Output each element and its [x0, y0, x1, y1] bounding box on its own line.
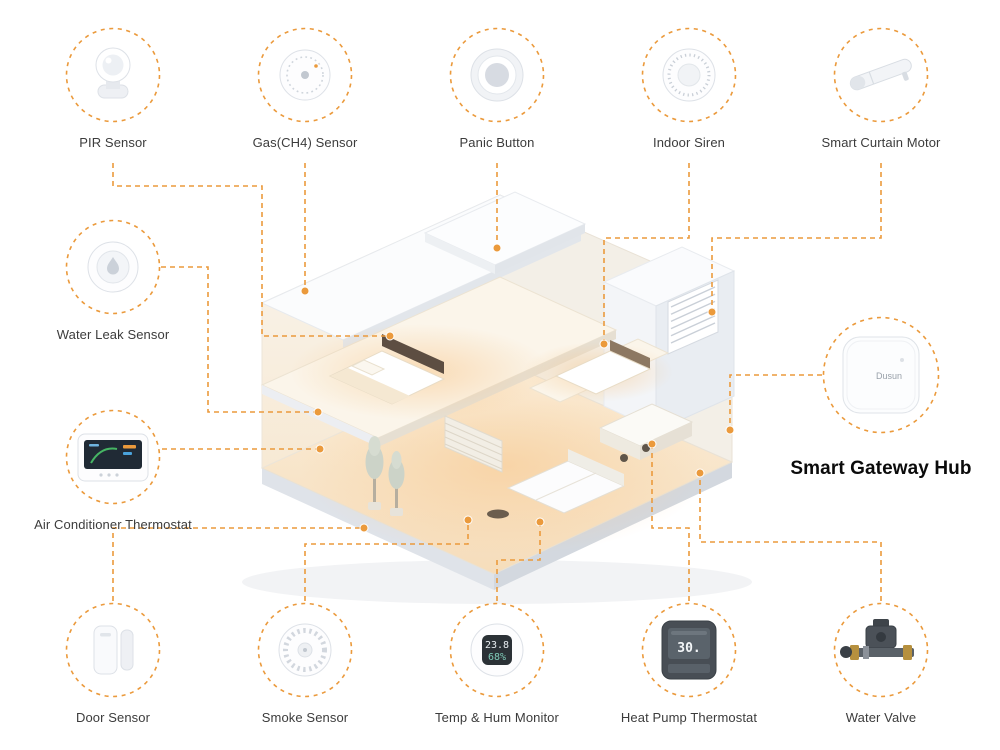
dot-smart-gateway-hub	[725, 425, 735, 435]
door-sensor-icon	[65, 602, 161, 698]
temp-hum-monitor-graphic: 23.8 68%	[470, 623, 524, 677]
smoke-sensor-label: Smoke Sensor	[261, 710, 349, 725]
dot-temp-hum-monitor	[535, 517, 545, 527]
pir-sensor-label: PIR Sensor	[79, 135, 147, 150]
device-water-valve: Water Valve	[791, 602, 971, 725]
connections-layer	[112, 163, 882, 601]
water-leak-sensor-label: Water Leak Sensor	[56, 327, 170, 342]
door-sensor-label: Door Sensor	[75, 710, 151, 725]
connector-indoor-siren	[603, 163, 690, 340]
connector-smart-gateway-hub	[729, 374, 822, 426]
connector-smart-curtain-motor	[711, 163, 882, 308]
house-illustration	[242, 191, 752, 604]
dot-smart-curtain-motor	[707, 307, 717, 317]
ac-thermostat-icon	[65, 409, 161, 505]
dot-gas-ch4-sensor	[300, 286, 310, 296]
indoor-plants	[365, 436, 405, 516]
water-valve-graphic	[840, 619, 914, 660]
pir-sensor-graphic	[95, 47, 131, 99]
dot-pir-sensor	[385, 331, 395, 341]
panic-button-icon	[449, 27, 545, 123]
heat-pump-thermostat-icon: 30.	[641, 602, 737, 698]
gas-sensor-graphic	[279, 49, 331, 101]
gateway-hub-icon: Dusun	[822, 316, 940, 434]
sofa	[487, 449, 626, 519]
bed-upstairs	[328, 334, 446, 405]
device-indoor-siren: Indoor Siren	[599, 27, 779, 150]
kitchen-island	[598, 403, 694, 462]
device-water-leak-sensor: Water Leak Sensor	[23, 219, 203, 342]
dot-door-sensor	[359, 523, 369, 533]
device-air-conditioner-thermostat: Air Conditioner Thermostat	[23, 409, 203, 532]
temp-hum-monitor-icon: 23.8 68%	[449, 602, 545, 698]
smoke-sensor-graphic	[278, 623, 332, 677]
dot-panic-button	[492, 243, 502, 253]
device-panic-button: Panic Button	[407, 27, 587, 150]
device-smoke-sensor: Smoke Sensor	[215, 602, 395, 725]
door-sensor-graphic	[93, 625, 134, 675]
water-valve-icon	[833, 602, 929, 698]
indoor-siren-graphic	[662, 48, 716, 102]
dot-indoor-siren	[599, 339, 609, 349]
panic-button-graphic	[470, 48, 524, 102]
louver-window	[667, 279, 719, 355]
staircase	[444, 415, 503, 473]
curtain-motor-icon	[833, 27, 929, 123]
connector-temp-hum-monitor	[496, 526, 541, 601]
dot-smoke-sensor	[463, 515, 473, 525]
bed-right	[523, 338, 673, 403]
connector-door-sensor	[112, 527, 360, 601]
dot-air-conditioner-thermostat	[315, 444, 325, 454]
heat-pump-value-text: 30.	[677, 641, 700, 656]
smoke-sensor-icon	[257, 602, 353, 698]
water-leak-sensor-icon	[65, 219, 161, 315]
temp-value-text: 23.8	[485, 640, 509, 651]
gateway-hub-graphic: Dusun	[842, 336, 920, 414]
device-temp-hum-monitor: 23.8 68% Temp & Hum Monitor	[407, 602, 587, 725]
panic-button-label: Panic Button	[459, 135, 535, 150]
device-smart-gateway-hub: Dusun Smart Gateway Hub	[781, 316, 981, 480]
device-gas-ch4-sensor: Gas(CH4) Sensor	[215, 27, 395, 150]
device-door-sensor: Door Sensor	[23, 602, 203, 725]
dot-water-leak-sensor	[313, 407, 323, 417]
dot-water-valve	[695, 468, 705, 478]
humidity-value-text: 68%	[488, 652, 506, 663]
heat-pump-thermostat-label: Heat Pump Thermostat	[620, 710, 758, 725]
gas-sensor-icon	[257, 27, 353, 123]
ac-thermostat-label: Air Conditioner Thermostat	[34, 517, 192, 532]
indoor-siren-label: Indoor Siren	[652, 135, 726, 150]
indoor-siren-icon	[641, 27, 737, 123]
dot-heat-pump-thermostat	[647, 439, 657, 449]
device-smart-curtain-motor: Smart Curtain Motor	[791, 27, 971, 150]
curtain-motor-label: Smart Curtain Motor	[821, 135, 941, 150]
water-valve-label: Water Valve	[845, 710, 917, 725]
device-heat-pump-thermostat: 30. Heat Pump Thermostat	[599, 602, 779, 725]
curtain-motor-graphic	[849, 58, 912, 91]
connector-heat-pump-thermostat	[651, 448, 690, 601]
connector-water-valve	[699, 477, 882, 601]
connector-smoke-sensor	[304, 524, 469, 601]
connector-water-leak-sensor	[161, 266, 314, 413]
ac-thermostat-graphic	[77, 433, 149, 482]
temp-hum-monitor-label: Temp & Hum Monitor	[435, 710, 559, 725]
gas-sensor-label: Gas(CH4) Sensor	[252, 135, 358, 150]
device-pir-sensor: PIR Sensor	[23, 27, 203, 150]
pir-sensor-icon	[65, 27, 161, 123]
heat-pump-thermostat-graphic: 30.	[661, 620, 717, 680]
water-leak-sensor-graphic	[87, 241, 139, 293]
hub-brand-text: Dusun	[876, 371, 902, 381]
connector-pir-sensor	[112, 163, 386, 337]
gateway-hub-label: Smart Gateway Hub	[790, 458, 972, 479]
